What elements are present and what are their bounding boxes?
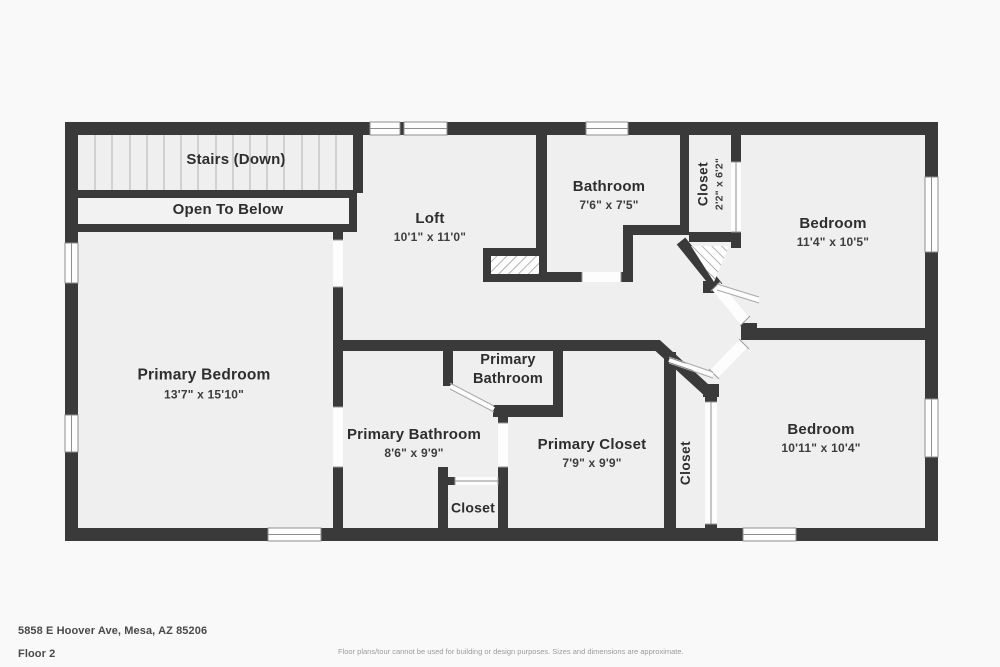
room-name: Primary Bedroom: [137, 366, 271, 384]
property-address: 5858 E Hoover Ave, Mesa, AZ 85206: [18, 625, 208, 637]
room-name: Primary Bathroom: [472, 352, 544, 387]
open-to-below-box: [65, 190, 357, 232]
room-label-bedroom-top: Bedroom 11'4" x 10'5": [797, 215, 869, 249]
room-dimensions: 10'11" x 10'4": [781, 440, 861, 455]
room-label-open-to-below: Open To Below: [173, 201, 284, 219]
room-dimensions: 2'2" x 6'2": [713, 157, 726, 211]
room-name: Primary Bathroom: [346, 425, 482, 443]
room-label-bedroom-bottom: Bedroom 10'11" x 10'4": [781, 421, 860, 455]
hatched-chase-loft: [483, 248, 547, 282]
floor-label: Floor 2: [18, 648, 56, 660]
room-label-stairs: Stairs (Down): [186, 151, 285, 169]
room-name: Loft: [415, 209, 445, 227]
room-label-closet-right: Closet: [678, 441, 694, 485]
interior-walls: [333, 134, 926, 529]
room-dimensions: 11'4" x 10'5": [796, 234, 870, 249]
room-name: Closet: [695, 161, 711, 207]
room-name: Primary Closet: [537, 435, 647, 453]
room-label-loft: Loft 10'1" x 11'0": [394, 210, 466, 244]
hatched-chase-hall: [691, 246, 729, 282]
room-dimensions: 8'6" x 9'9": [384, 445, 444, 460]
door-openings: [333, 161, 751, 525]
stair-treads: [94, 134, 337, 190]
room-label-bathroom: Bathroom 7'6" x 7'5": [573, 178, 645, 212]
room-dimensions: 13'7" x 15'10": [164, 387, 244, 402]
disclaimer-text: Floor plans/tour cannot be used for buil…: [338, 647, 684, 656]
room-name: Closet: [451, 499, 495, 516]
room-name: Bedroom: [799, 214, 867, 232]
room-dimensions: 10'1" x 11'0": [393, 229, 467, 244]
room-label-primary-bathroom-wc: Primary Bathroom: [458, 351, 558, 389]
room-name: Closet: [677, 440, 693, 486]
room-label-primary-bathroom: Primary Bathroom 8'6" x 9'9": [347, 426, 481, 460]
room-label-primary-closet: Primary Closet 7'9" x 9'9": [538, 436, 647, 470]
room-name: Open To Below: [172, 201, 284, 218]
door-leaves: [449, 283, 760, 413]
room-label-closet-bottom: Closet: [451, 500, 495, 517]
window-symbols: [64, 121, 939, 542]
room-name: Bathroom: [572, 177, 646, 195]
room-name: Bedroom: [787, 420, 855, 438]
room-label-primary-bedroom: Primary Bedroom 13'7" x 15'10": [137, 367, 270, 402]
room-dimensions: 7'6" x 7'5": [579, 197, 639, 212]
room-label-closet-top: Closet 2'2" x 6'2": [696, 158, 727, 210]
room-dimensions: 7'9" x 9'9": [562, 455, 622, 470]
room-name: Stairs (Down): [186, 151, 286, 168]
